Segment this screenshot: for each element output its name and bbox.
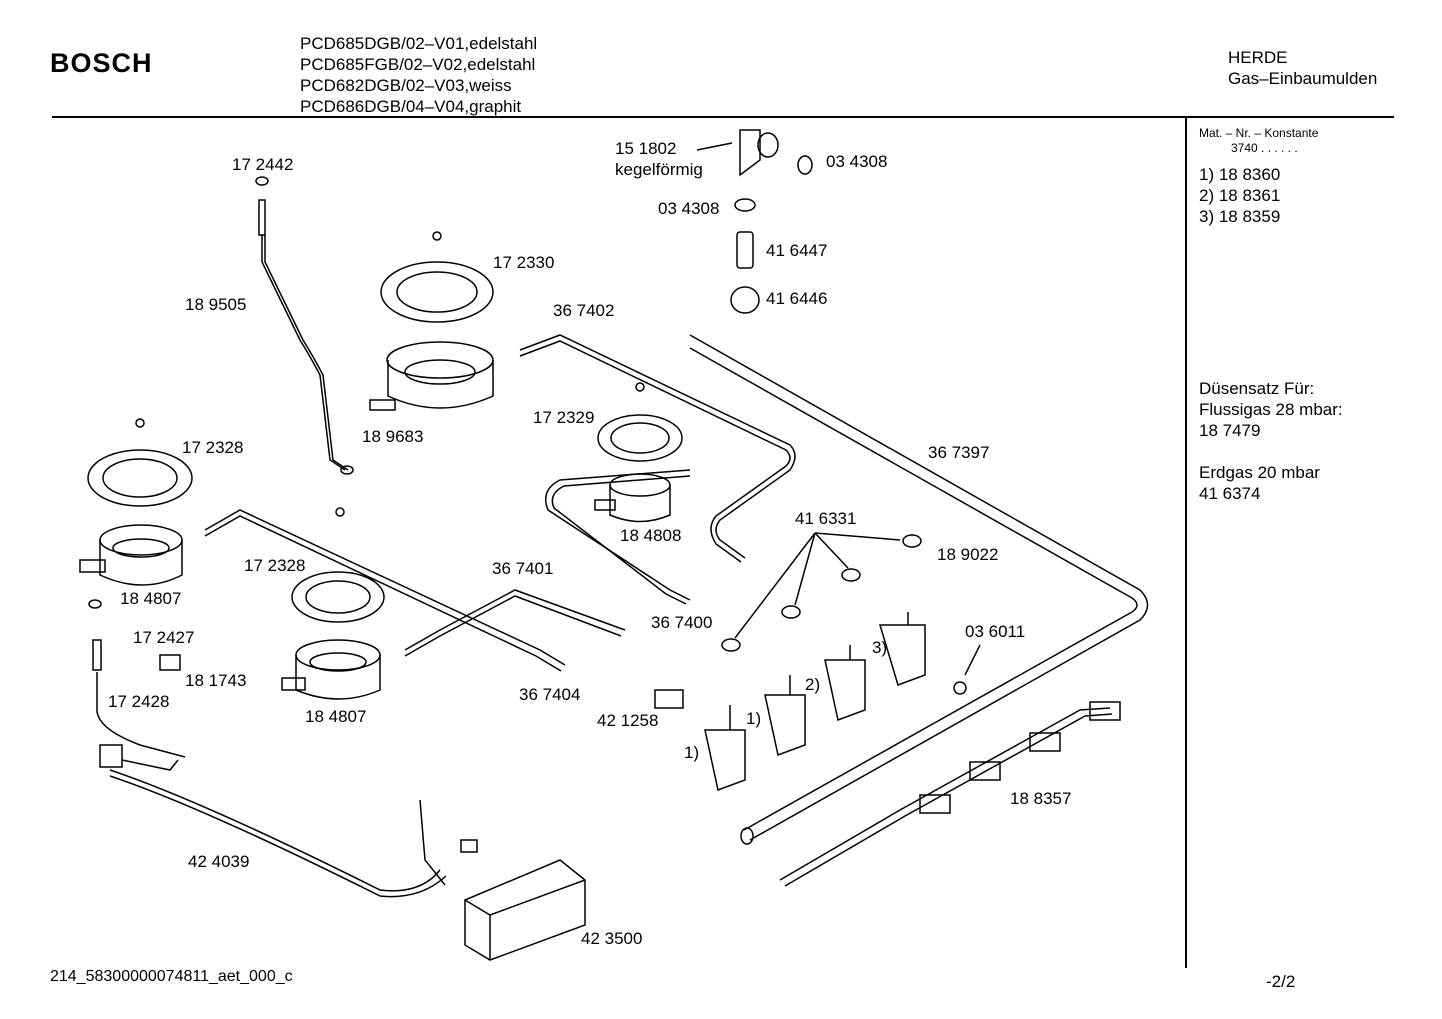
part-label: 18 1743 [185, 671, 246, 690]
part-label: 17 2427 [133, 628, 194, 647]
part-label: 17 2428 [108, 692, 169, 711]
part-label: 03 6011 [965, 622, 1025, 641]
gas-taps [704, 612, 926, 792]
mat-value: 3740 . . . . . . [1231, 141, 1298, 155]
part-label: 17 2329 [533, 408, 594, 427]
part-label: 3) [872, 638, 887, 657]
nozzle-spacer [1199, 441, 1343, 462]
document-id: 214_58300000074811_aet_000_c [50, 968, 293, 985]
part-label: kegelförmig [615, 160, 703, 179]
gas-pipe-367402 [519, 334, 796, 559]
variant-list: 1) 18 8360 2) 18 8361 3) 18 8359 [1199, 164, 1280, 227]
part-label: 18 8357 [1010, 789, 1071, 808]
part-label: 2) [805, 675, 820, 694]
ignition-lead-424039 [109, 769, 441, 892]
nozzle-info: Düsensatz Für: Flussigas 28 mbar: 18 747… [1199, 378, 1343, 504]
part-label: 41 6446 [766, 289, 827, 308]
part-label: 1) [746, 709, 761, 728]
ignition-module [464, 859, 586, 961]
part-label: 18 4807 [120, 589, 181, 608]
part-label: 36 7402 [553, 301, 614, 320]
gas-pipe-367404 [204, 509, 566, 666]
gas-pipe-367400 [545, 469, 691, 601]
part-label: 42 1258 [597, 711, 658, 730]
part-label: 18 9505 [185, 295, 246, 314]
gasket-ring [380, 261, 494, 323]
part-label: 17 2328 [244, 556, 305, 575]
model-list: PCD685DGB/02–V01,edelstahl PCD685FGB/02–… [300, 33, 537, 117]
part-label: 03 4308 [658, 199, 719, 218]
part-label: 18 9022 [937, 545, 998, 564]
burner-housing [387, 360, 494, 409]
variant-item: 1) 18 8360 [1199, 165, 1281, 184]
part-label: 36 7401 [492, 559, 553, 578]
part-label: 42 3500 [581, 929, 642, 948]
nozzle-line: Flussigas 28 mbar: [1199, 400, 1343, 419]
part-label: 17 2328 [182, 438, 243, 457]
sidebar-divider [1185, 118, 1187, 968]
page-number: -2/2 [1266, 972, 1296, 991]
gasket-ring [291, 571, 385, 623]
thermocouple-wire [261, 235, 346, 471]
model-line: PCD682DGB/02–V03,weiss [300, 76, 512, 95]
model-line: PCD685DGB/02–V01,edelstahl [300, 34, 538, 53]
gasket-ring [87, 449, 193, 507]
nozzle-line: Düsensatz Für: [1199, 379, 1315, 398]
exploded-diagram: 17 2442 18 9505 17 2330 18 9683 17 2328 17 23… [79, 129, 1149, 961]
header-divider [52, 116, 1394, 118]
elbow-fitting [739, 129, 761, 177]
nozzle-line: 41 6374 [1199, 484, 1261, 503]
variant-item: 2) 18 8361 [1199, 186, 1281, 205]
main-supply-pipe [689, 334, 1149, 841]
connector-block [99, 744, 123, 768]
wiring-harness-188357 [779, 707, 1111, 881]
part-label: 15 1802 [615, 139, 676, 158]
part-label: 42 4039 [188, 852, 249, 871]
part-label: 41 6447 [766, 241, 827, 260]
category-line: HERDE [1228, 48, 1288, 67]
gas-pipe-367401 [404, 589, 626, 651]
mat-title: Mat. – Nr. – Konstante [1199, 126, 1319, 140]
gasket-ring [597, 414, 683, 462]
part-label: 1) [684, 743, 699, 762]
category-title: HERDE Gas–Einbaumulden [1228, 47, 1377, 89]
model-line: PCD686DGB/04–V04,graphit [300, 97, 522, 116]
brand-logo: BOSCH [50, 48, 153, 78]
part-label: 36 7404 [519, 685, 580, 704]
part-label: 03 4308 [826, 152, 887, 171]
category-line: Gas–Einbaumulden [1228, 69, 1378, 88]
part-label: 18 4807 [305, 707, 366, 726]
part-label: 18 4808 [620, 526, 681, 545]
part-label: 17 2330 [493, 253, 554, 272]
part-labels: 17 2442 18 9505 17 2330 18 9683 17 2328 17 23… [108, 139, 1071, 948]
part-label: 41 6331 [795, 509, 856, 528]
nozzle-line: 18 7479 [1199, 421, 1261, 440]
nozzle-line: Erdgas 20 mbar [1199, 463, 1320, 482]
part-label: 36 7397 [928, 443, 989, 462]
model-line: PCD685FGB/02–V02,edelstahl [300, 55, 536, 74]
part-label: 36 7400 [651, 613, 712, 632]
part-label: 17 2442 [232, 155, 293, 174]
part-label: 18 9683 [362, 427, 423, 446]
variant-item: 3) 18 8359 [1199, 207, 1281, 226]
